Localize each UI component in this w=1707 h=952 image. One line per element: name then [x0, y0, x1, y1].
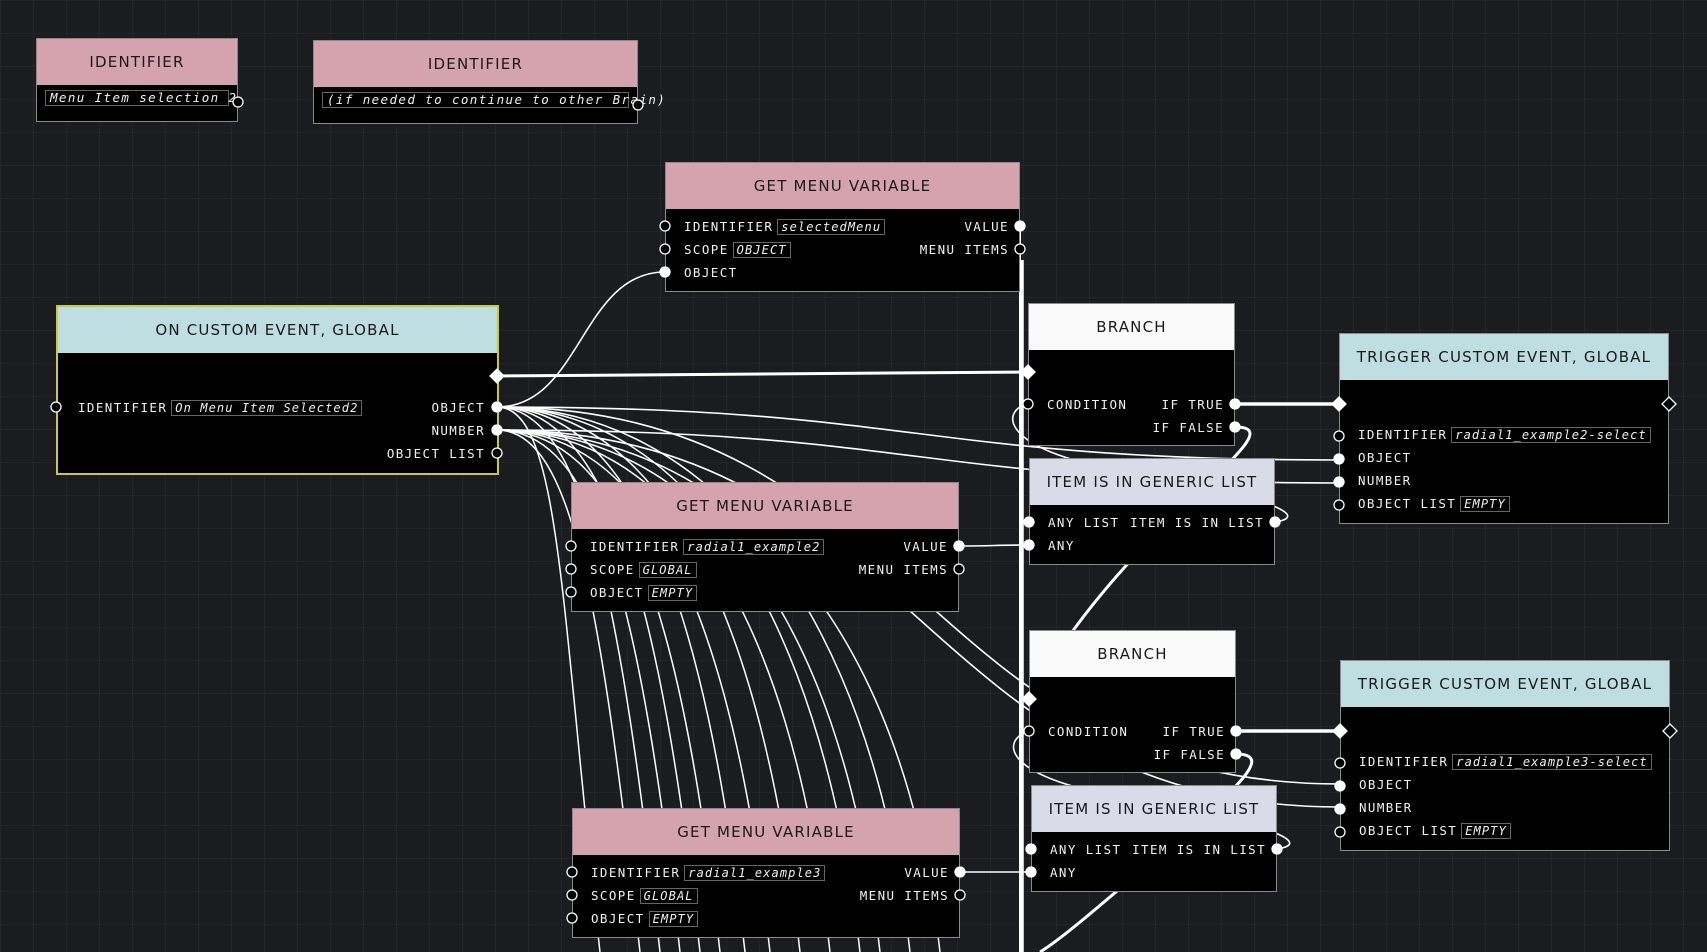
branch-1-if-false-out: IF FALSE	[1152, 420, 1224, 435]
identifier-node-1-value[interactable]: Menu Item selection 2	[45, 90, 236, 106]
generic-list-1-any-label: ANY	[1048, 538, 1075, 553]
gmv2-object-value[interactable]: EMPTY	[647, 585, 698, 601]
generic-list-2-title: ITEM IS IN GENERIC LIST	[1032, 786, 1276, 832]
trigger-1-identifier-value[interactable]: radial1_example2-select	[1451, 427, 1651, 443]
trigger-1-title: TRIGGER CUSTOM EVENT, GLOBAL	[1340, 334, 1668, 380]
gmv1-identifier-value[interactable]: selectedMenu	[777, 219, 886, 235]
gmv2-identifier-label: IDENTIFIER	[590, 539, 680, 554]
trigger-1-object-label: OBJECT	[1358, 450, 1412, 465]
trigger-2-identifier-label: IDENTIFIER	[1359, 754, 1449, 769]
gmv3-object-value[interactable]: EMPTY	[648, 911, 699, 927]
gmv1-scope-label: SCOPE	[684, 242, 729, 257]
trigger-1-object-list-value[interactable]: EMPTY	[1460, 496, 1510, 512]
branch-2-if-true-out: IF TRUE	[1162, 724, 1225, 739]
exec-wire-event-branch1	[495, 370, 1029, 378]
custom-event-identifier-label: IDENTIFIER	[78, 400, 168, 415]
branch-2-condition-label: CONDITION	[1048, 724, 1129, 739]
get-menu-variable-3-title: GET MENU VARIABLE	[573, 809, 959, 855]
trigger-2-object-list-value[interactable]: EMPTY	[1461, 823, 1511, 839]
generic-list-1-any-list-label: ANY LIST	[1048, 515, 1120, 530]
generic-list-2-any-label: ANY	[1050, 865, 1077, 880]
branch-1-if-true-out: IF TRUE	[1161, 397, 1224, 412]
wire-value-any1	[958, 544, 1030, 547]
trigger-1-identifier-label: IDENTIFIER	[1358, 427, 1448, 442]
gmv1-scope-value[interactable]: OBJECT	[732, 242, 791, 258]
get-menu-variable-2-title: GET MENU VARIABLE	[572, 483, 958, 529]
gmv3-identifier-value[interactable]: radial1_example3	[684, 865, 826, 881]
generic-list-node-1[interactable]: ITEM IS IN GENERIC LIST ANY LIST ANY ITE…	[1029, 458, 1275, 565]
identifier-node-2[interactable]: IDENTIFIER (if needed to continue to oth…	[313, 40, 665, 124]
trigger-2-number-label: NUMBER	[1359, 800, 1413, 815]
gmv1-object-label: OBJECT	[684, 265, 738, 280]
custom-event-object-out: OBJECT	[431, 400, 485, 415]
branch-1-condition-label: CONDITION	[1047, 397, 1128, 412]
branch-2-if-false-out: IF FALSE	[1153, 747, 1225, 762]
gmv3-scope-value[interactable]: GLOBAL	[639, 888, 698, 904]
custom-event-identifier-value[interactable]: On Menu Item Selected2	[171, 400, 363, 416]
branch-node-2[interactable]: BRANCH CONDITION IF TRUE IF FALSE	[1029, 630, 1236, 773]
generic-list-2-any-list-label: ANY LIST	[1050, 842, 1122, 857]
custom-event-object-list-out: OBJECT LIST	[386, 446, 485, 461]
gmv2-object-label: OBJECT	[590, 585, 644, 600]
gmv2-scope-value[interactable]: GLOBAL	[638, 562, 697, 578]
wire-object-gmv1	[496, 271, 666, 408]
gmv2-menu-items-out: MENU ITEMS	[858, 562, 948, 577]
custom-event-number-out: NUMBER	[431, 423, 485, 438]
generic-list-1-title: ITEM IS IN GENERIC LIST	[1030, 459, 1274, 505]
gmv3-scope-label: SCOPE	[591, 888, 636, 903]
branch-node-1[interactable]: BRANCH CONDITION IF TRUE IF FALSE	[1028, 303, 1235, 446]
trigger-2-object-list-label: OBJECT LIST	[1359, 823, 1458, 838]
gmv3-menu-items-out: MENU ITEMS	[859, 888, 949, 903]
gmv1-identifier-label: IDENTIFIER	[684, 219, 774, 234]
gmv3-identifier-label: IDENTIFIER	[591, 865, 681, 880]
generic-list-node-2[interactable]: ITEM IS IN GENERIC LIST ANY LIST ANY ITE…	[1031, 785, 1277, 892]
identifier-node-2-value[interactable]: (if needed to continue to other Brain)	[322, 92, 665, 108]
gmv3-value-out: VALUE	[904, 865, 949, 880]
gmv2-value-out: VALUE	[903, 539, 948, 554]
gmv2-identifier-value[interactable]: radial1_example2	[683, 539, 825, 555]
generic-list-1-out: ITEM IS IN LIST	[1130, 515, 1264, 530]
branch-2-title: BRANCH	[1030, 631, 1235, 677]
identifier-node-2-title: IDENTIFIER	[314, 41, 637, 87]
identifier-node-1-title: IDENTIFIER	[37, 39, 237, 85]
generic-list-2-out: ITEM IS IN LIST	[1132, 842, 1266, 857]
get-menu-variable-1-title: GET MENU VARIABLE	[666, 163, 1019, 209]
trigger-2-title: TRIGGER CUSTOM EVENT, GLOBAL	[1341, 661, 1669, 707]
trigger-1-object-list-label: OBJECT LIST	[1358, 496, 1457, 511]
branch-1-title: BRANCH	[1029, 304, 1234, 350]
on-custom-event-title: ON CUSTOM EVENT, GLOBAL	[58, 307, 497, 353]
gmv1-menu-items-out: MENU ITEMS	[919, 242, 1009, 257]
trigger-2-object-label: OBJECT	[1359, 777, 1413, 792]
trigger-1-number-label: NUMBER	[1358, 473, 1412, 488]
gmv1-value-out: VALUE	[964, 219, 1009, 234]
gmv2-scope-label: SCOPE	[590, 562, 635, 577]
gmv3-object-label: OBJECT	[591, 911, 645, 926]
trigger-2-identifier-value[interactable]: radial1_example3-select	[1452, 754, 1652, 770]
identifier-node-1[interactable]: IDENTIFIER Menu Item selection 2	[36, 38, 238, 122]
